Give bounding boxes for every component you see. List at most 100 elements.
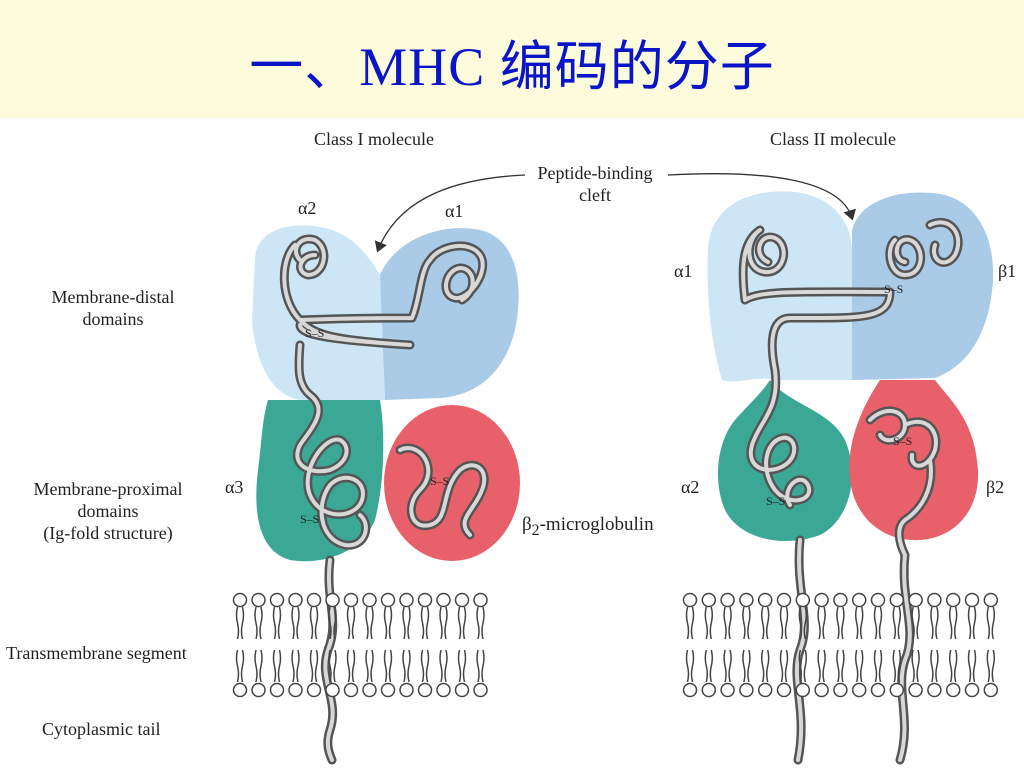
phospholipid-head — [343, 592, 359, 608]
phospholipid-head — [908, 592, 923, 608]
cleft-arrow-class2 — [667, 173, 856, 221]
phospholipid-head — [833, 682, 848, 698]
phospholipid-tail — [309, 649, 319, 683]
class1-alpha2-domain — [252, 225, 385, 400]
phospholipid-tail — [272, 606, 282, 640]
phospholipid-head — [983, 592, 999, 608]
phospholipid-head — [927, 682, 942, 698]
membrane-distal-label: Membrane-distal domains — [18, 286, 208, 330]
phospholipid-head — [473, 682, 488, 698]
phospholipid-tail — [817, 649, 826, 683]
phospholipid-tail — [254, 606, 263, 640]
b2m-prefix: β — [522, 514, 532, 535]
phospholipid-tail — [346, 649, 356, 683]
phospholipid-head — [814, 682, 829, 698]
phospholipid-tail — [704, 606, 714, 640]
phospholipid-tail — [948, 649, 958, 683]
phospholipid-head — [870, 592, 886, 608]
phospholipid-tail — [235, 649, 245, 683]
phospholipid-head — [964, 592, 980, 608]
phospholipid-head — [251, 682, 266, 698]
phospholipid-head — [343, 682, 359, 698]
phospholipid-tail — [930, 649, 939, 683]
phospholipid-head — [795, 682, 811, 698]
class1-molecule — [252, 225, 520, 765]
phospholipid-head — [288, 682, 303, 698]
phospholipid-tail — [383, 649, 393, 683]
cytoplasmic-tail-label: Cytoplasmic tail — [42, 719, 161, 739]
phospholipid-head — [288, 592, 303, 608]
phospholipid-head — [454, 592, 470, 608]
b2m-sub: 2 — [531, 521, 540, 539]
phospholipid-head — [964, 682, 980, 698]
phospholipid-tail — [291, 649, 300, 683]
phospholipid-head — [945, 682, 961, 698]
phospholipid-tail — [817, 606, 826, 640]
class1-a3-disulfide: S–S — [300, 512, 320, 526]
phospholipid-head — [739, 682, 754, 698]
phospholipid-head — [682, 592, 698, 608]
cleft-label: Peptide-binding cleft — [520, 162, 670, 206]
phospholipid-tail — [402, 649, 411, 683]
phospholipid-tail — [873, 606, 883, 640]
phospholipid-head — [436, 592, 451, 608]
title-band — [0, 0, 1024, 118]
phospholipid-head — [720, 592, 735, 608]
phospholipid-head — [739, 592, 754, 608]
phospholipid-head — [399, 592, 414, 608]
class2-b2-disulfide: S–S — [893, 434, 913, 448]
phospholipid-tail — [854, 606, 864, 640]
phospholipid-tail — [967, 649, 977, 683]
phospholipid-tail — [911, 606, 920, 640]
phospholipid-head — [362, 592, 377, 608]
phospholipid-tail — [930, 606, 939, 640]
phospholipid-head — [870, 682, 886, 698]
membrane-proximal-line1: Membrane-proximal — [33, 479, 183, 499]
phospholipid-head — [325, 592, 340, 608]
class1-a1a2-disulfide: S–S — [305, 326, 325, 340]
phospholipid-tail — [476, 606, 485, 640]
phospholipid-tail — [328, 606, 337, 640]
transmembrane-label: Transmembrane segment — [6, 643, 187, 663]
membrane-proximal-line2: domains — [77, 501, 139, 521]
phospholipid-head — [927, 592, 942, 608]
phospholipid-tail — [439, 606, 448, 640]
phospholipid-tail — [798, 649, 808, 683]
page-title: 一、MHC 编码的分子 — [249, 37, 775, 97]
phospholipid-tail — [798, 606, 808, 640]
phospholipid-tail — [779, 606, 789, 640]
class2-beta1-label: β1 — [998, 261, 1017, 281]
phospholipid-tail — [439, 649, 448, 683]
phospholipid-tail — [328, 649, 337, 683]
cleft-arrow-class1 — [374, 174, 526, 253]
phospholipid-tail — [402, 606, 411, 640]
phospholipid-head — [454, 682, 470, 698]
phospholipid-head — [776, 682, 792, 698]
class2-b1-disulfide: S–S — [884, 282, 904, 296]
class2-alpha1-label: α1 — [674, 261, 693, 281]
class1-alpha3-label: α3 — [225, 477, 244, 497]
phospholipid-tail — [760, 606, 770, 640]
class2-molecule — [707, 191, 994, 765]
cleft-label-line1: Peptide-binding — [537, 163, 653, 183]
class1-alpha1-label: α1 — [445, 201, 464, 221]
phospholipid-head — [417, 682, 433, 698]
class2-alpha2-label: α2 — [681, 477, 700, 497]
cleft-label-line2: cleft — [579, 185, 611, 205]
phospholipid-tail — [986, 649, 996, 683]
phospholipid-tail — [365, 606, 374, 640]
phospholipid-head — [908, 682, 923, 698]
phospholipid-head — [757, 682, 773, 698]
phospholipid-tail — [723, 649, 732, 683]
phospholipid-head — [851, 592, 867, 608]
b2m-disulfide: S–S — [430, 474, 450, 488]
phospholipid-tail — [383, 606, 393, 640]
phospholipid-tail — [704, 649, 714, 683]
class1-membrane — [232, 592, 488, 698]
class2-membrane — [682, 592, 999, 698]
phospholipid-tail — [742, 649, 751, 683]
phospholipid-head — [473, 592, 488, 608]
membrane-distal-line1: Membrane-distal — [51, 287, 175, 307]
class2-a2-disulfide: S–S — [766, 494, 786, 508]
